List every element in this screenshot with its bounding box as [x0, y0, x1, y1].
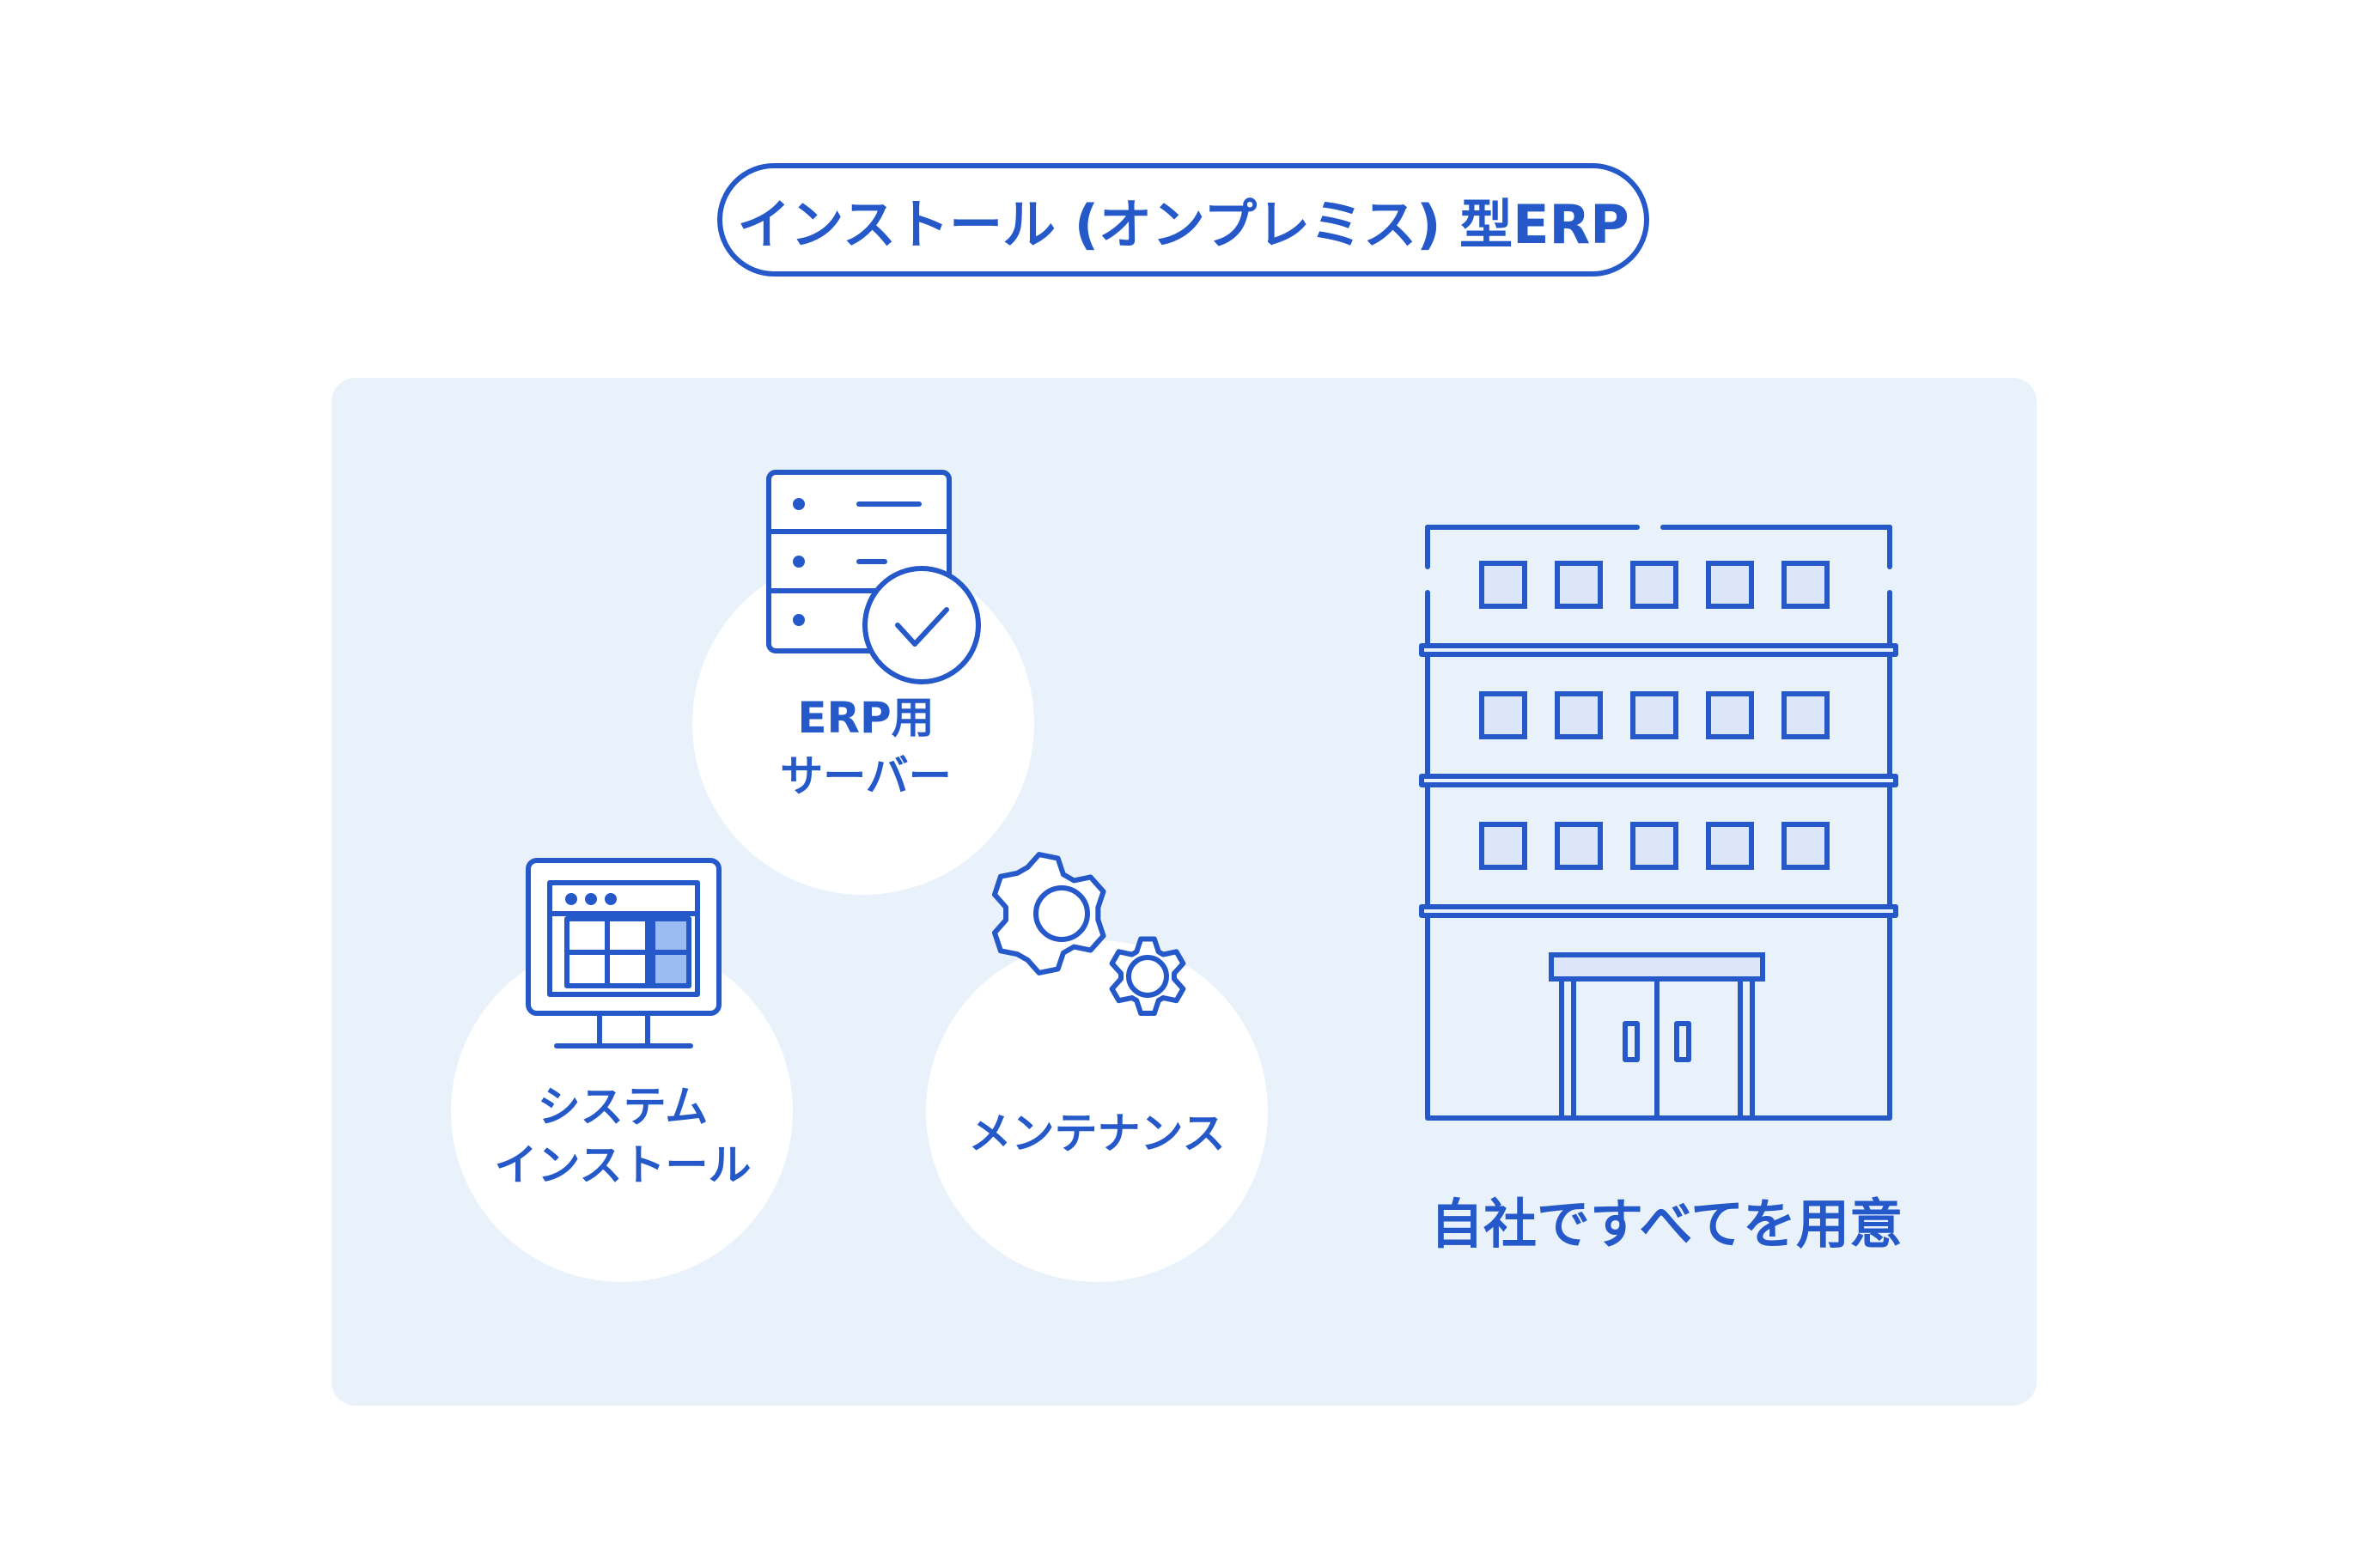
server-check-icon [766, 470, 981, 684]
gears-icon [991, 852, 1186, 1017]
server-label-line2: サーバー [780, 751, 952, 801]
building-caption: 自社ですべてを用意 [1430, 1193, 1903, 1255]
install-label-line1: システム [537, 1082, 709, 1132]
diagram-title: インストール (オンプレミス) 型ERP [737, 193, 1629, 256]
maintenance-label-line1: メンテナンス [968, 1109, 1226, 1158]
install-label: システム インストール [464, 1078, 782, 1194]
maintenance-label: メンテナンス [936, 1104, 1258, 1163]
install-label-line2: インストール [494, 1140, 752, 1190]
title-pill: インストール (オンプレミス) 型ERP [717, 163, 1649, 277]
maintenance-bubble [926, 940, 1268, 1282]
server-label: ERP用 サーバー [756, 689, 976, 805]
server-label-line1: ERP用 [797, 693, 935, 743]
monitor-icon [526, 858, 722, 1048]
large-gear [991, 852, 1106, 975]
building-icon [1419, 525, 1898, 1121]
small-gear [1109, 936, 1186, 1017]
